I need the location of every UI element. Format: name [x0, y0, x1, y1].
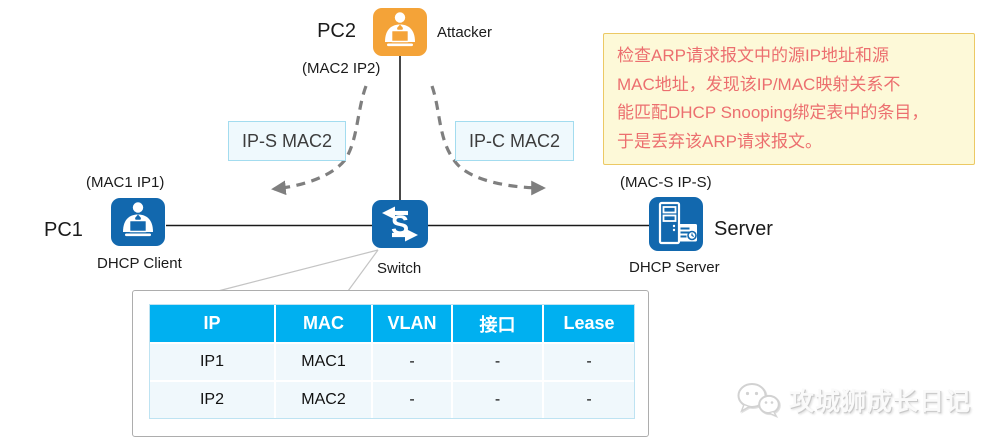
table-row: IP2 MAC2 - - -: [150, 380, 634, 418]
switch-letter: S: [391, 210, 409, 240]
cell-vlan: -: [372, 343, 453, 381]
pc2-address-label: (MAC2 IP2): [302, 60, 381, 77]
cell-lease: -: [543, 343, 634, 381]
cell-vlan: -: [372, 380, 453, 418]
callout-line-left: [217, 249, 379, 292]
arp-packet-tag-left: IP-S MAC2: [228, 121, 346, 161]
col-header-mac: MAC: [275, 305, 373, 344]
server-node: [649, 197, 703, 251]
binding-table: IP MAC VLAN 接口 Lease IP1 MAC1 - - - IP2: [149, 304, 635, 419]
server-address-label: (MAC-S IP-S): [620, 174, 712, 191]
pc2-name: PC2: [317, 20, 356, 42]
cell-lease: -: [543, 380, 634, 418]
cell-port: -: [452, 343, 544, 381]
arp-flow-arrow-right: [430, 85, 546, 196]
binding-table-box: IP MAC VLAN 接口 Lease IP1 MAC1 - - - IP2: [132, 290, 649, 437]
pc1-node: [111, 198, 165, 246]
col-header-port: 接口: [452, 305, 544, 344]
cell-port: -: [452, 380, 544, 418]
cell-ip: IP1: [150, 343, 276, 381]
wechat-icon: [737, 383, 780, 418]
snooping-check-note: 检查ARP请求报文中的源IP地址和源 MAC地址，发现该IP/MAC映射关系不 …: [603, 33, 975, 165]
server-name: Server: [714, 218, 773, 240]
pc1-address-label: (MAC1 IP1): [86, 174, 165, 191]
attacker-person-icon: [385, 12, 415, 47]
server-icon: [658, 201, 697, 245]
server-role-label: DHCP Server: [629, 259, 720, 276]
switch-icon: S: [382, 206, 418, 242]
attacker-node: [373, 8, 427, 56]
watermark-text: 攻城狮成长日记: [789, 388, 972, 416]
switch-node: S: [372, 200, 428, 248]
cell-mac: MAC1: [275, 343, 373, 381]
callout-line-right: [347, 249, 379, 292]
cell-ip: IP2: [150, 380, 276, 418]
col-header-ip: IP: [150, 305, 276, 344]
pc1-role-label: DHCP Client: [97, 255, 182, 272]
cell-mac: MAC2: [275, 380, 373, 418]
col-header-vlan: VLAN: [372, 305, 453, 344]
table-row: IP1 MAC1 - - -: [150, 343, 634, 381]
client-person-icon: [123, 202, 153, 237]
arp-packet-tag-right: IP-C MAC2: [455, 121, 574, 161]
attacker-role-label: Attacker: [437, 24, 493, 41]
pc1-name: PC1: [44, 219, 83, 241]
watermark: 攻城狮成长日记: [735, 381, 971, 419]
arp-flow-arrow-left: [271, 85, 368, 196]
switch-label: Switch: [377, 260, 422, 277]
col-header-lease: Lease: [543, 305, 634, 344]
binding-table-header-row: IP MAC VLAN 接口 Lease: [150, 305, 634, 344]
